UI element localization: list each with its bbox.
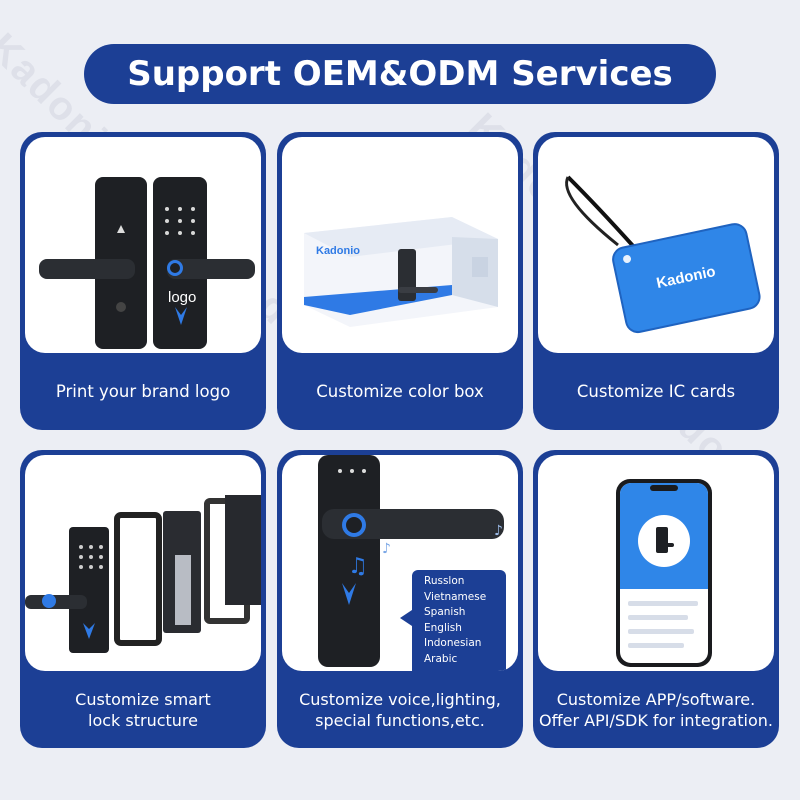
brand-text: Kadonio [316,245,360,257]
smart-lock-image [39,177,255,349]
card-image [25,455,261,671]
card-lock-structure: Customize smart lock structure [20,450,266,748]
music-note-icon: ♫ [348,554,368,579]
card-caption: Print your brand logo [55,382,231,401]
card-image: logo [25,137,261,353]
card-color-box: Kadonio Customize color box [277,132,523,430]
card-image: Kadonio [538,137,774,353]
language-item: Arabic [424,652,458,665]
card-image: Kadonio [282,137,518,353]
color-box-image [304,217,498,327]
music-note-icon: ♪ [382,541,391,557]
lock-handle-image: ♫ ♪ ♪ [318,455,504,667]
card-brand-logo: logo Print your brand logo [20,132,266,430]
exploded-lock-image [25,495,261,653]
language-item: English [424,621,462,634]
card-app-software: Customize APP/software. Offer API/SDK fo… [533,450,779,748]
card-ic-cards: Kadonio Customize IC cards [533,132,779,430]
card-image: ♫ ♪ ♪ Russlon Vietnamese Spanish English… [282,455,518,671]
language-item: Vietnamese [424,590,487,603]
music-note-icon: ♪ [494,523,503,539]
card-voice-lighting: ♫ ♪ ♪ Russlon Vietnamese Spanish English… [277,450,523,748]
page-title: Support OEM&ODM Services [84,44,716,104]
card-caption: Customize APP/software. Offer API/SDK fo… [539,689,773,730]
card-caption: Customize smart lock structure [75,689,211,730]
logo-text: logo [168,289,197,306]
card-caption: Customize IC cards [576,382,736,401]
language-item: Russlon [424,575,465,587]
card-caption: Customize voice,lighting, special functi… [299,689,501,730]
card-caption: Customize color box [316,382,484,401]
language-list: Russlon Vietnamese Spanish English Indon… [400,570,506,671]
card-image [538,455,774,671]
smartphone-app-image [616,479,712,667]
language-item: Indonesian [424,637,482,649]
ic-card-image [565,175,761,334]
language-item: Spanish [424,606,466,618]
